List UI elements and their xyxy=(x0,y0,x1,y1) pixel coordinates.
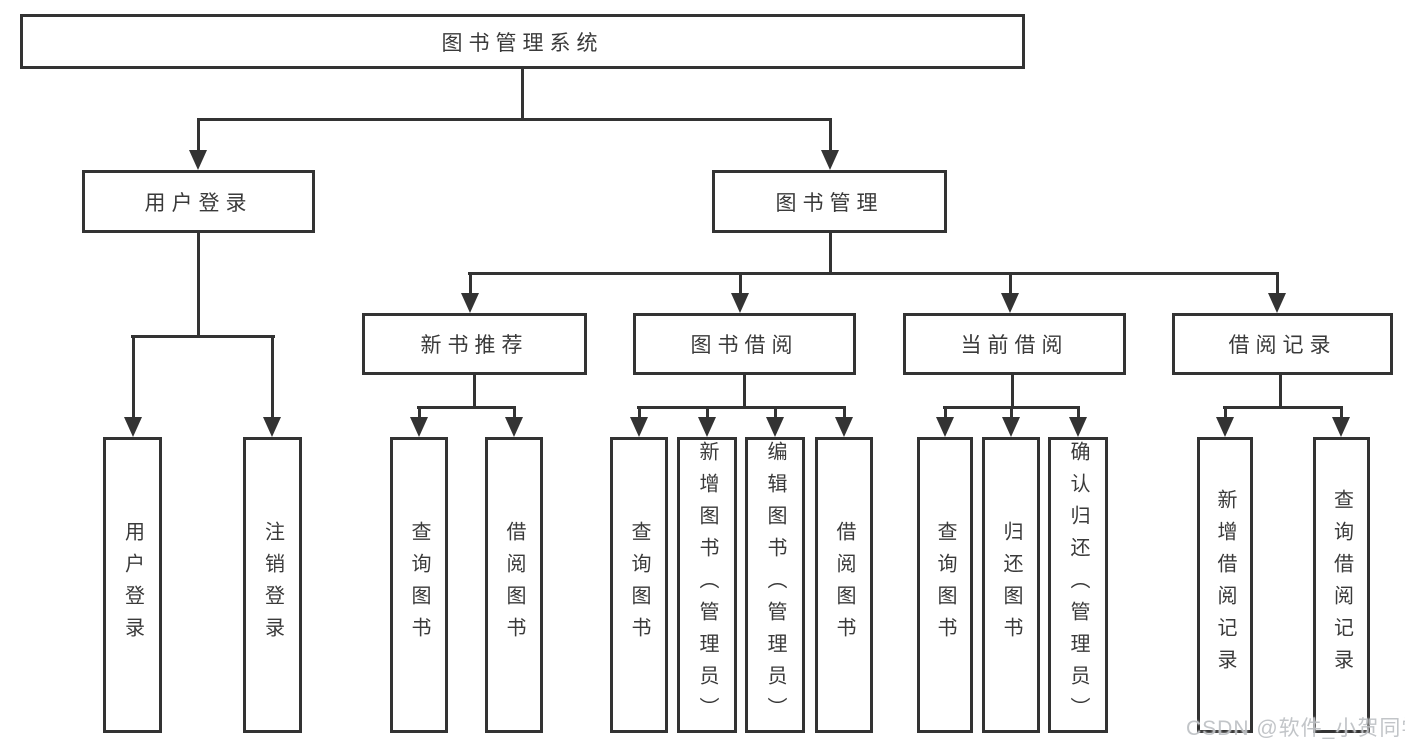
leaf-query-books-current-label: 查询图书 xyxy=(934,521,956,649)
arrow-down-icon xyxy=(698,417,716,437)
node-book-management: 图书管理 xyxy=(712,170,947,233)
arrow-down-icon xyxy=(124,417,142,437)
node-book-management-label: 图书管理 xyxy=(775,191,884,215)
leaf-query-books-borrowing: 查询图书 xyxy=(610,437,668,733)
arrow-down-icon xyxy=(630,417,648,437)
connector-line xyxy=(417,406,516,409)
connector-line xyxy=(418,406,421,419)
connector-line xyxy=(739,272,742,295)
connector-line xyxy=(1010,406,1013,419)
connector-line xyxy=(637,406,846,409)
arrow-down-icon xyxy=(1069,417,1087,437)
connector-line xyxy=(131,335,275,338)
node-borrowing-records: 借阅记录 xyxy=(1172,313,1393,375)
connector-line xyxy=(743,375,746,409)
leaf-user-login: 用户登录 xyxy=(103,437,162,733)
connector-line xyxy=(197,233,200,338)
connector-line xyxy=(1279,375,1282,409)
leaf-query-books-recommend: 查询图书 xyxy=(390,437,448,733)
leaf-borrow-books-borrowing-label: 借阅图书 xyxy=(833,521,855,649)
leaf-return-books-label: 归还图书 xyxy=(1000,521,1022,649)
connector-line xyxy=(197,118,832,121)
arrow-down-icon xyxy=(835,417,853,437)
node-current-borrowing: 当前借阅 xyxy=(903,313,1126,375)
arrow-down-icon xyxy=(1001,293,1019,313)
connector-line xyxy=(1077,406,1080,419)
connector-line xyxy=(132,335,135,419)
node-library-system-label: 图书管理系统 xyxy=(441,31,604,55)
connector-line xyxy=(473,375,476,409)
arrow-down-icon xyxy=(766,417,784,437)
leaf-logout-label: 注销登录 xyxy=(261,521,284,649)
arrow-down-icon xyxy=(1002,417,1020,437)
connector-line xyxy=(706,406,709,419)
connector-line xyxy=(843,406,846,419)
leaf-user-login-label: 用户登录 xyxy=(121,521,144,649)
connector-line xyxy=(1340,406,1343,419)
arrow-down-icon xyxy=(189,150,207,170)
connector-line xyxy=(468,272,1278,275)
arrow-down-icon xyxy=(1332,417,1350,437)
node-new-book-recommendation: 新书推荐 xyxy=(362,313,587,375)
arrow-down-icon xyxy=(731,293,749,313)
leaf-borrow-books-recommend: 借阅图书 xyxy=(485,437,543,733)
connector-line xyxy=(469,272,472,295)
connector-line xyxy=(638,406,641,419)
connector-line xyxy=(829,233,832,275)
connector-line xyxy=(197,118,200,152)
connector-line xyxy=(271,335,274,419)
leaf-borrow-books-borrowing: 借阅图书 xyxy=(815,437,873,733)
arrow-down-icon xyxy=(410,417,428,437)
node-book-borrowing-label: 图书借阅 xyxy=(690,334,799,357)
node-library-system: 图书管理系统 xyxy=(20,14,1025,69)
connector-line xyxy=(944,406,947,419)
leaf-confirm-return-admin-label: 确认归还（管理员） xyxy=(1067,441,1089,729)
connector-line xyxy=(1223,406,1343,409)
leaf-query-books-current: 查询图书 xyxy=(917,437,973,733)
arrow-down-icon xyxy=(505,417,523,437)
connector-line xyxy=(1276,272,1279,295)
leaf-edit-books-admin-label: 编辑图书（管理员） xyxy=(764,441,786,729)
arrow-down-icon xyxy=(821,150,839,170)
leaf-add-books-admin: 新增图书（管理员） xyxy=(677,437,737,733)
arrow-down-icon xyxy=(461,293,479,313)
connector-line xyxy=(774,406,777,419)
leaf-borrow-books-recommend-label: 借阅图书 xyxy=(503,521,525,649)
connector-line xyxy=(829,118,832,152)
leaf-query-books-recommend-label: 查询图书 xyxy=(408,521,430,649)
node-borrowing-records-label: 借阅记录 xyxy=(1228,334,1337,357)
arrow-down-icon xyxy=(1216,417,1234,437)
node-current-borrowing-label: 当前借阅 xyxy=(960,334,1069,357)
arrow-down-icon xyxy=(1268,293,1286,313)
connector-line xyxy=(513,406,516,419)
node-user-login: 用户登录 xyxy=(82,170,315,233)
leaf-add-books-admin-label: 新增图书（管理员） xyxy=(696,441,718,729)
leaf-logout: 注销登录 xyxy=(243,437,302,733)
leaf-query-books-borrowing-label: 查询图书 xyxy=(628,521,650,649)
node-book-borrowing: 图书借阅 xyxy=(633,313,856,375)
arrow-down-icon xyxy=(263,417,281,437)
connector-line xyxy=(521,69,524,121)
arrow-down-icon xyxy=(936,417,954,437)
leaf-query-borrow-record: 查询借阅记录 xyxy=(1313,437,1370,733)
connector-line xyxy=(1011,375,1014,409)
leaf-edit-books-admin: 编辑图书（管理员） xyxy=(745,437,805,733)
leaf-query-borrow-record-label: 查询借阅记录 xyxy=(1330,489,1353,681)
node-user-login-label: 用户登录 xyxy=(144,191,253,215)
csdn-watermark: CSDN @软件_小贺同学 xyxy=(1186,717,1405,740)
leaf-add-borrow-record: 新增借阅记录 xyxy=(1197,437,1253,733)
leaf-return-books: 归还图书 xyxy=(982,437,1040,733)
connector-line xyxy=(1224,406,1227,419)
node-new-book-recommendation-label: 新书推荐 xyxy=(420,334,529,357)
connector-line xyxy=(1009,272,1012,295)
leaf-add-borrow-record-label: 新增借阅记录 xyxy=(1214,489,1236,681)
leaf-confirm-return-admin: 确认归还（管理员） xyxy=(1048,437,1108,733)
